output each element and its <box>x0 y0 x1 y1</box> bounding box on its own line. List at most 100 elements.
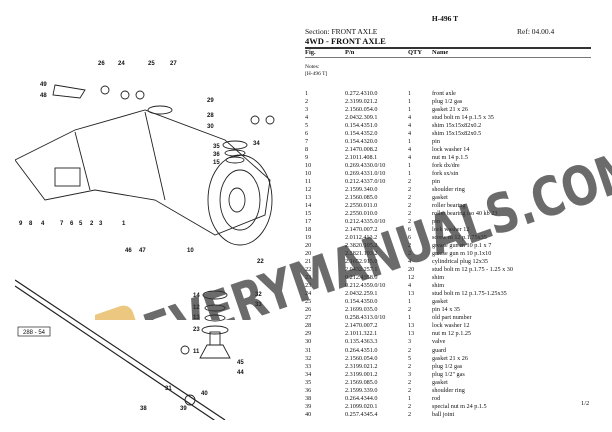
cell-qty: 2 <box>408 210 412 218</box>
axle-housing <box>15 109 271 236</box>
callout: 49 <box>40 82 47 88</box>
callout: 6 <box>70 221 74 227</box>
cell-pn: 2.1099.020.1 <box>345 402 378 410</box>
cell-name: plug 1/2 gas <box>432 98 463 106</box>
cell-pn: 0.264.4344.0 <box>345 394 378 402</box>
cell-fig: 10 <box>305 170 312 178</box>
cell-name: pin <box>432 178 440 186</box>
callout: 31 <box>165 386 172 392</box>
cell-fig: 25 <box>305 298 312 306</box>
cell-name: special nut m 24 p.1.5 <box>432 402 487 410</box>
cell-name: valve <box>432 338 446 346</box>
cell-pn: 0.264.4351.0 <box>345 346 378 354</box>
cell-fig: 12 <box>305 186 312 194</box>
cell-name: screw m 12 p.1.75x35 <box>432 234 487 242</box>
cell-qty: 1 <box>408 98 412 106</box>
cell-name: ball joint <box>432 410 455 418</box>
cell-name: gasket <box>432 378 448 386</box>
cell-qty: 2 <box>408 306 412 314</box>
notes-value: [H-496 T] <box>305 71 328 77</box>
callout: 12 <box>193 305 200 311</box>
callout: 33 <box>255 302 262 308</box>
cell-qty: 2 <box>408 194 412 202</box>
cell-qty: 2 <box>408 402 412 410</box>
cell-pn: 0.212.4337.0/10 <box>345 178 386 186</box>
column-rule <box>305 57 591 58</box>
cell-pn: 2.1560.054.0 <box>345 106 378 114</box>
callout: 29 <box>207 98 214 104</box>
cell-qty: 2 <box>408 386 412 394</box>
cell-fig: 30 <box>305 338 312 346</box>
callout: 14 <box>193 293 200 299</box>
cell-qty: 20 <box>408 266 415 274</box>
cell-fig: 32 <box>305 354 312 362</box>
cell-pn: 2.0432.257.1 <box>345 266 378 274</box>
cell-pn: 2.1699.035.0 <box>345 306 378 314</box>
cell-fig: 38 <box>305 394 312 402</box>
cell-name: shim 15x15x82x0.5 <box>432 130 482 138</box>
callout: 1 <box>122 221 126 227</box>
cell-pn: 2.1011.408.1 <box>345 154 378 162</box>
cell-qty: 2 <box>408 202 412 210</box>
cell-pn: 0.212.4335.0/10 <box>345 218 386 226</box>
cell-fig: 6 <box>305 130 309 138</box>
cell-pn: 2.1470.007.2 <box>345 226 378 234</box>
notes-label: Notes: <box>305 64 320 70</box>
callout: 46 <box>125 248 132 254</box>
cell-pn: 0.269.4331.0/10 <box>345 170 386 178</box>
cell-name: gasket 21 x 26 <box>432 354 468 362</box>
cell-pn: 2.1011.322.1 <box>345 330 378 338</box>
cell-pn: 2.0112.413.2 <box>345 234 378 242</box>
cell-fig: 26 <box>305 306 312 314</box>
cell-qty: 4 <box>408 130 412 138</box>
cell-name: nut m 14 p.1.5 <box>432 154 468 162</box>
cell-qty: 13 <box>408 322 415 330</box>
cell-qty: 13 <box>408 330 415 338</box>
cell-name: rod <box>432 394 441 402</box>
cell-fig: 15 <box>305 210 312 218</box>
cell-pn: 0.212.4358.0 <box>345 274 378 282</box>
page-number: 1/2 <box>581 400 590 407</box>
cell-qty: 1 <box>408 90 412 97</box>
section-label: Section: FRONT AXLE <box>305 27 378 36</box>
cell-fig: 19 <box>305 234 312 242</box>
cell-fig: 14 <box>305 202 312 210</box>
cell-fig: 28 <box>305 322 312 330</box>
cell-pn: 2.1470.008.2 <box>345 146 378 154</box>
cell-fig: 23 <box>305 282 312 290</box>
cell-fig: 27 <box>305 314 312 322</box>
cell-qty: 4 <box>408 146 412 154</box>
cell-pn: 0.154.4351.0 <box>345 122 378 130</box>
cell-pn: 2.1599.339.0 <box>345 386 378 394</box>
col-name: Name <box>432 49 449 56</box>
cell-fig: 10 <box>305 162 312 170</box>
cell-fig: 13 <box>305 194 312 202</box>
callout: 7 <box>60 221 64 227</box>
cell-name: pin <box>432 218 440 226</box>
cell-name: plug 1/2 gas <box>432 362 463 370</box>
cell-qty: 1 <box>408 170 412 178</box>
cell-pn: 0.154.4350.0 <box>345 298 378 306</box>
callout: 35 <box>213 144 220 150</box>
pin-housing <box>54 167 81 187</box>
callout: 10 <box>187 248 194 254</box>
cell-name: plug 1/2" gas <box>432 370 465 378</box>
cell-name: pin <box>432 138 440 146</box>
callout: 32 <box>255 292 262 298</box>
